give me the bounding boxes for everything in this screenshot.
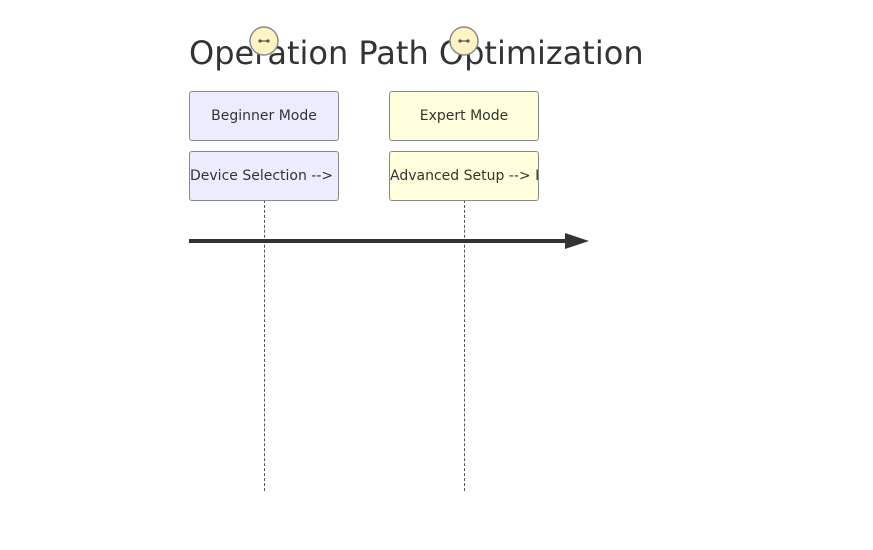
- face-icon: [249, 26, 279, 56]
- timeline-arrow: [189, 233, 589, 249]
- task-label: Advanced Setup --> Hardware Configuratio…: [390, 168, 538, 184]
- lifeline: [464, 200, 465, 491]
- task-box: Advanced Setup --> Hardware Configuratio…: [389, 151, 539, 201]
- section-label: Expert Mode: [419, 108, 509, 124]
- lifeline: [264, 200, 265, 491]
- face-icon: [449, 26, 479, 56]
- section-label: Beginner Mode: [211, 108, 317, 124]
- task-label: Device Selection --> Scene Setup: [190, 168, 338, 184]
- task-box: Device Selection --> Scene Setup: [189, 151, 339, 201]
- section-expert-mode: Expert Mode: [389, 91, 539, 141]
- section-beginner-mode: Beginner Mode: [189, 91, 339, 141]
